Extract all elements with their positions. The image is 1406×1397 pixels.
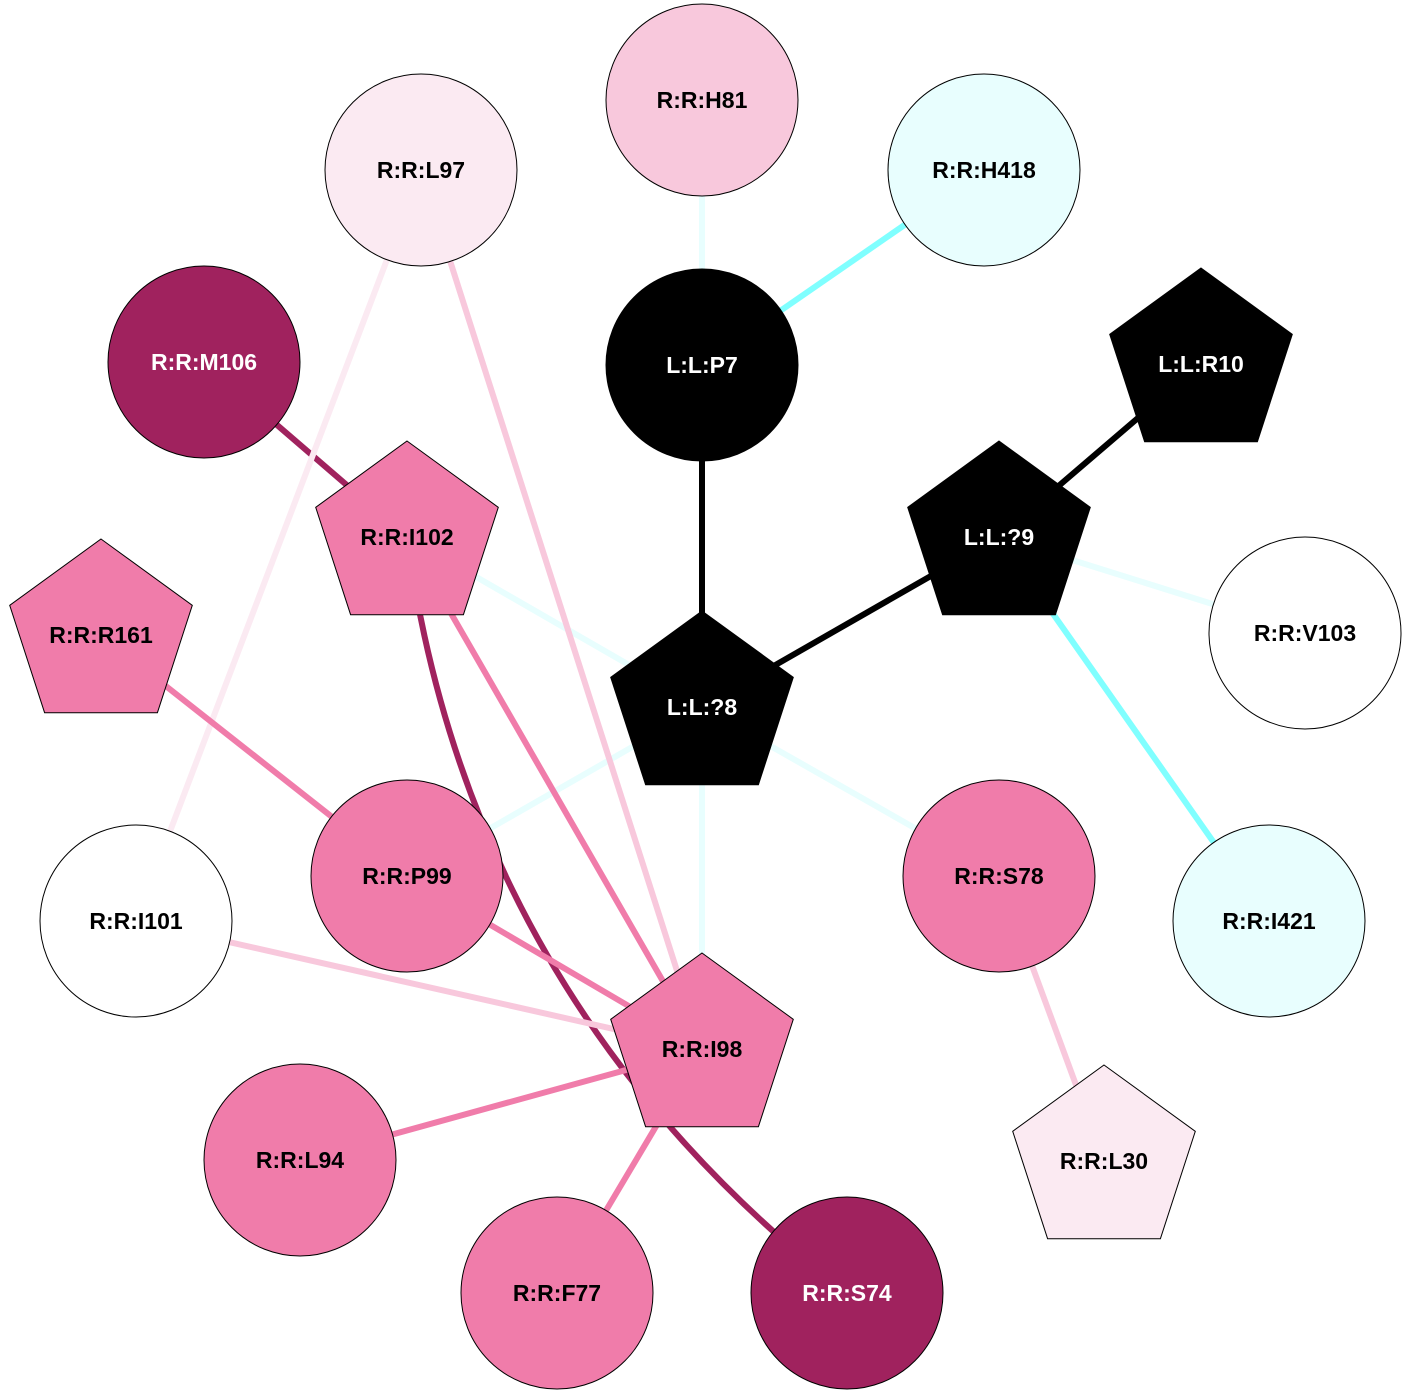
node-circle [324,73,518,267]
node-M106[interactable]: R:R:M106 [107,265,301,459]
node-label: R:R:S74 [802,1280,892,1306]
node-L94[interactable]: R:R:L94 [203,1063,397,1257]
node-label: L:L:R10 [1158,351,1244,377]
node-S78[interactable]: R:R:S78 [902,779,1096,973]
node-label: R:R:P99 [362,863,451,889]
node-H81[interactable]: R:R:H81 [605,3,799,197]
node-label: L:L:?9 [964,524,1034,550]
node-label: R:R:H81 [657,87,748,113]
node-label: R:R:L94 [256,1147,344,1173]
node-circle [310,779,504,973]
node-label: R:R:I101 [89,908,183,934]
node-R161[interactable]: R:R:R161 [9,538,193,714]
node-S74[interactable]: R:R:S74 [750,1196,944,1390]
node-label: L:L:P7 [666,352,738,378]
node-Q9[interactable]: L:L:?9 [907,440,1091,616]
node-pentagon [610,952,794,1128]
node-circle [203,1063,397,1257]
node-label: R:R:L97 [377,157,465,183]
node-pentagon [315,440,499,616]
node-pentagon [907,440,1091,616]
node-label: R:R:L30 [1060,1148,1148,1174]
node-label: R:R:S78 [954,863,1044,889]
node-circle [887,73,1081,267]
node-label: R:R:H418 [932,157,1036,183]
node-P7[interactable]: L:L:P7 [605,268,799,462]
node-pentagon [610,610,794,786]
node-R10[interactable]: L:L:R10 [1109,267,1293,443]
node-H418[interactable]: R:R:H418 [887,73,1081,267]
node-circle [460,1196,654,1390]
node-P99[interactable]: R:R:P99 [310,779,504,973]
node-circle [902,779,1096,973]
node-label: R:R:R161 [49,622,153,648]
node-circle [39,824,233,1018]
node-I101[interactable]: R:R:I101 [39,824,233,1018]
node-label: R:R:I102 [360,524,453,550]
node-circle [750,1196,944,1390]
node-pentagon [1012,1064,1196,1240]
node-label: R:R:F77 [513,1280,601,1306]
node-label: R:R:M106 [151,349,257,375]
node-I102[interactable]: R:R:I102 [315,440,499,616]
node-pentagon [1109,267,1293,443]
node-circle [107,265,301,459]
node-L97[interactable]: R:R:L97 [324,73,518,267]
node-I98[interactable]: R:R:I98 [610,952,794,1128]
node-circle [1208,536,1402,730]
edge-L97-I101 [133,168,424,923]
edge-I101-I98 [135,918,703,1052]
edge-L97-I98 [418,169,705,1050]
node-circle [605,3,799,197]
node-label: L:L:?8 [667,694,737,720]
node-F77[interactable]: R:R:F77 [460,1196,654,1390]
node-label: R:R:I98 [662,1036,743,1062]
edge-I102-I98 [404,535,705,1051]
node-circle [1172,824,1366,1018]
node-L30[interactable]: R:R:L30 [1012,1064,1196,1240]
node-circle [605,268,799,462]
node-label: R:R:I421 [1222,908,1316,934]
node-Q8[interactable]: L:L:?8 [610,610,794,786]
node-label: R:R:V103 [1254,620,1356,646]
node-pentagon [9,538,193,714]
node-V103[interactable]: R:R:V103 [1208,536,1402,730]
node-I421[interactable]: R:R:I421 [1172,824,1366,1018]
